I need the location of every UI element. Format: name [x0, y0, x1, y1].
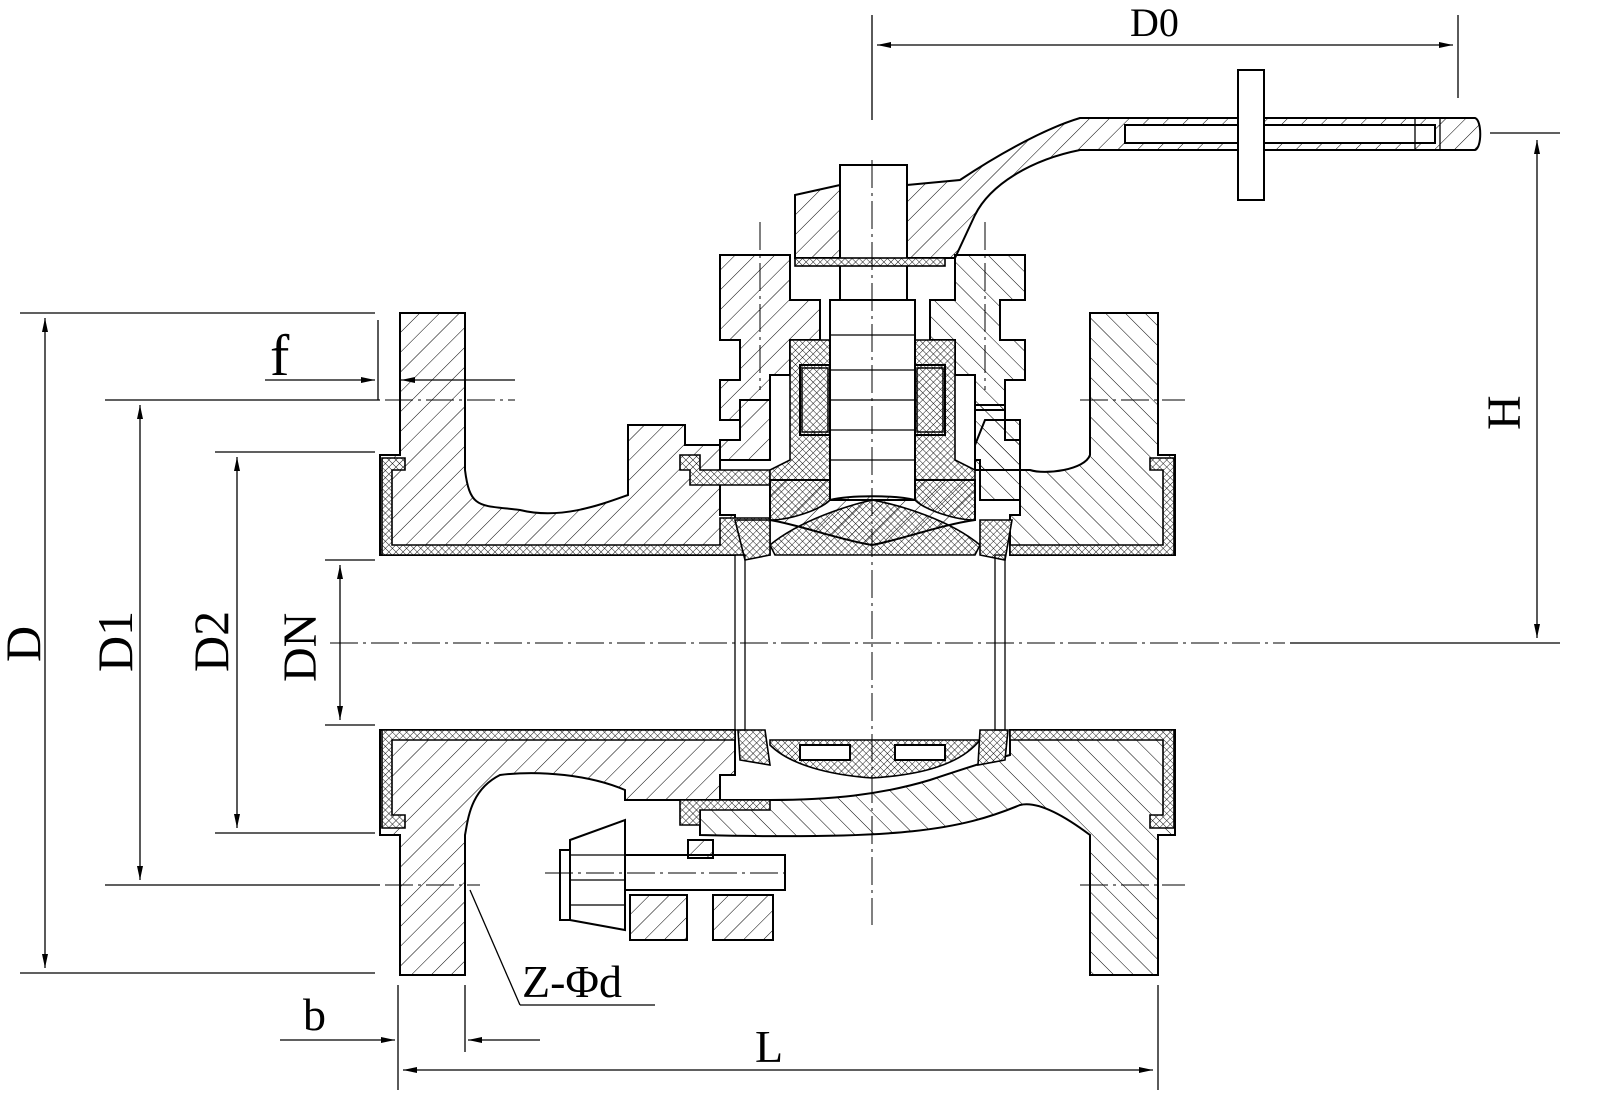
dim-label-dn: DN — [274, 613, 327, 682]
dim-label-d2: D2 — [183, 611, 239, 672]
dim-label-l: L — [755, 1021, 783, 1072]
bolt-hole-label: Z-Φd — [522, 956, 622, 1007]
dim-label-d1: D1 — [87, 611, 143, 672]
ball-pocket — [799, 744, 851, 761]
centerlines — [330, 160, 1285, 925]
valve-body-lower — [379, 729, 1176, 976]
dim-label-d0: D0 — [1130, 0, 1179, 45]
extension-lines — [20, 15, 1560, 1090]
dimension-lines — [42, 42, 1540, 1073]
valve-body-upper — [379, 312, 1176, 556]
bolt-nut — [559, 818, 786, 932]
bonnet-assembly — [719, 164, 1026, 547]
dim-label-h: H — [1478, 395, 1531, 430]
ball-pocket — [894, 744, 946, 761]
dim-label-f: f — [270, 323, 290, 388]
dim-label-b: b — [303, 989, 326, 1040]
dim-label-d: D — [0, 626, 51, 662]
stem — [839, 164, 908, 301]
handle-lever — [794, 69, 1482, 267]
